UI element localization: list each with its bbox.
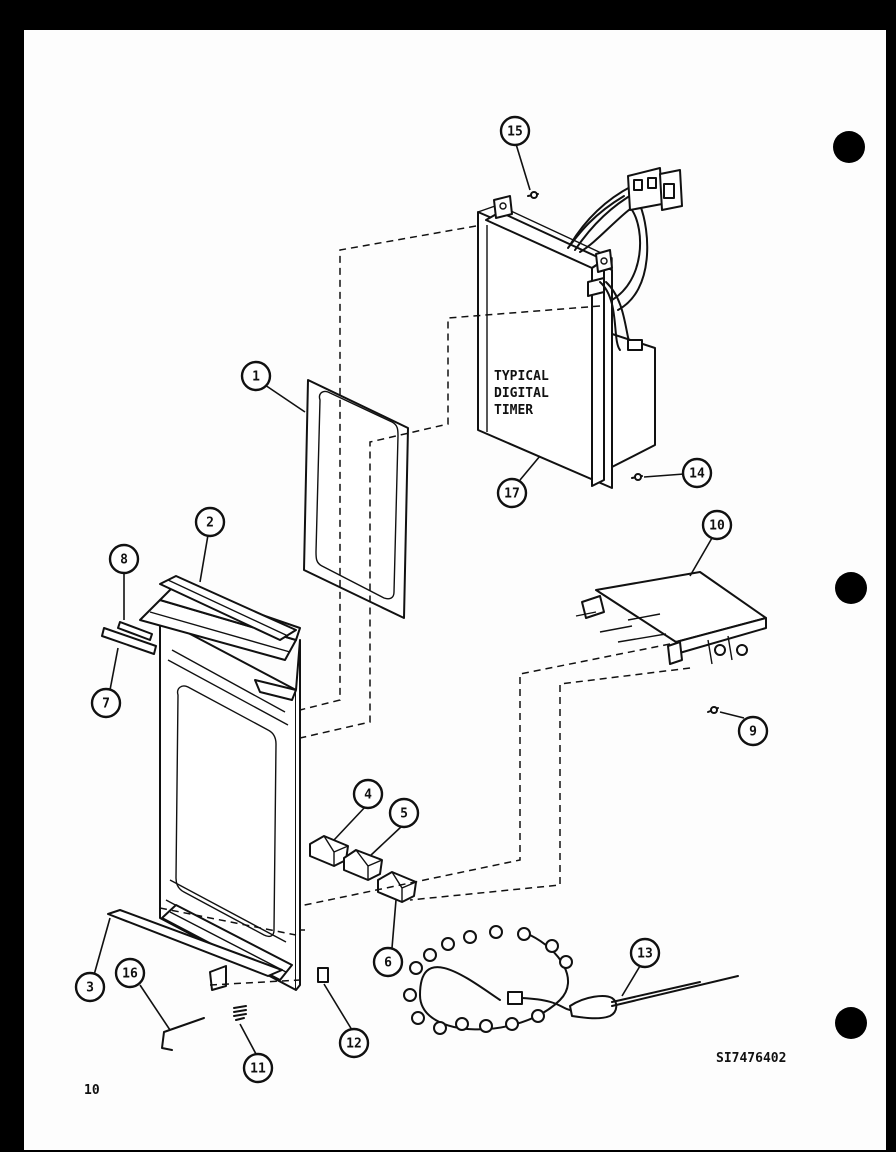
svg-text:2: 2 xyxy=(206,516,214,531)
screw-15-icon xyxy=(527,191,539,199)
leader-lines xyxy=(93,143,745,1055)
callout-4: 4 xyxy=(352,778,384,810)
callout-14: 14 xyxy=(681,457,713,489)
hex-key-16-icon xyxy=(161,1017,205,1051)
callout-10: 10 xyxy=(701,509,733,541)
temperature-probe xyxy=(403,925,739,1035)
clip-12-icon xyxy=(317,967,329,983)
screw-14-icon xyxy=(631,473,643,481)
timer-label-line-3: TIMER xyxy=(494,403,533,418)
svg-text:9: 9 xyxy=(749,725,757,740)
callout-17: 17 xyxy=(496,477,528,509)
svg-text:16: 16 xyxy=(122,967,138,982)
callout-5: 5 xyxy=(388,797,420,829)
screw-9-icon xyxy=(707,706,719,714)
svg-text:12: 12 xyxy=(346,1037,362,1052)
drawing-number: SI7476402 xyxy=(716,1051,786,1066)
svg-text:11: 11 xyxy=(250,1062,266,1077)
callout-11: 11 xyxy=(242,1052,274,1084)
binder-hole-bottom xyxy=(835,1007,867,1039)
callout-1: 1 xyxy=(240,360,272,392)
svg-text:14: 14 xyxy=(689,467,705,482)
callout-12: 12 xyxy=(338,1027,370,1059)
svg-text:7: 7 xyxy=(102,697,110,712)
svg-text:8: 8 xyxy=(120,553,128,568)
callout-6: 6 xyxy=(372,946,404,978)
page-number: 10 xyxy=(84,1083,100,1098)
routing-lines xyxy=(159,225,691,986)
svg-text:10: 10 xyxy=(709,519,725,534)
svg-text:15: 15 xyxy=(507,125,523,140)
timer-label-line-2: DIGITAL xyxy=(494,386,549,401)
svg-text:5: 5 xyxy=(400,807,408,822)
svg-text:1: 1 xyxy=(252,370,260,385)
svg-text:6: 6 xyxy=(384,956,392,971)
svg-text:13: 13 xyxy=(637,947,653,962)
digital-timer-assembly xyxy=(477,167,683,489)
callout-9: 9 xyxy=(737,715,769,747)
callout-13: 13 xyxy=(629,937,661,969)
paper-sheet xyxy=(24,30,886,1150)
callout-2: 2 xyxy=(194,506,226,538)
callout-3: 3 xyxy=(74,971,106,1003)
spring-11-icon xyxy=(233,1005,247,1021)
callout-8: 8 xyxy=(108,543,140,575)
control-panel-frame xyxy=(139,575,301,991)
callout-7: 7 xyxy=(90,687,122,719)
callout-15: 15 xyxy=(499,115,531,147)
trim-strip-8 xyxy=(117,621,153,641)
svg-text:17: 17 xyxy=(504,487,520,502)
svg-text:4: 4 xyxy=(364,788,372,803)
svg-text:3: 3 xyxy=(86,981,94,996)
binder-hole-middle xyxy=(835,572,867,604)
switch-bracket-assembly xyxy=(575,571,767,665)
binder-hole-top xyxy=(833,131,865,163)
timer-label-line-1: TYPICAL xyxy=(494,369,549,384)
bottom-trim-3 xyxy=(107,909,283,977)
trim-strip-7 xyxy=(101,627,157,655)
callout-16: 16 xyxy=(114,957,146,989)
